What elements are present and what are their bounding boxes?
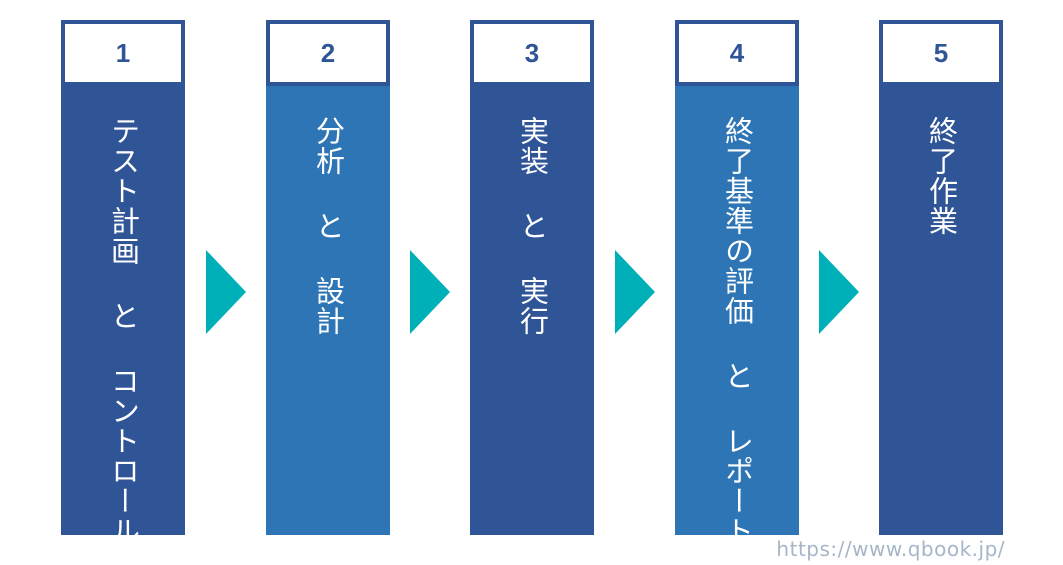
- step-label: 終了基準の評価 と レポート: [720, 116, 755, 546]
- step-body: 終了基準の評価 と レポート: [675, 86, 799, 546]
- step-4: 4 終了基準の評価 と レポート: [675, 20, 799, 546]
- step-number: 2: [320, 37, 336, 68]
- step-number-box: 2: [266, 20, 390, 86]
- step-label: 実装 と 実行: [515, 116, 550, 336]
- step-body: 実装 と 実行: [470, 86, 594, 535]
- chevron-right-icon: [819, 250, 859, 334]
- step-label: 終了作業: [924, 116, 959, 236]
- step-number: 1: [115, 37, 131, 68]
- watermark-url: https://www.qbook.jp/: [776, 537, 1005, 561]
- chevron-right-icon: [410, 250, 450, 334]
- step-number: 5: [933, 37, 949, 68]
- step-number: 3: [524, 37, 540, 68]
- step-number: 4: [729, 37, 745, 68]
- step-number-box: 5: [879, 20, 1003, 86]
- step-5: 5 終了作業: [879, 20, 1003, 535]
- step-body: 終了作業: [879, 86, 1003, 535]
- chevron-right-icon: [615, 250, 655, 334]
- step-body: 分析 と 設計: [266, 86, 390, 535]
- step-2: 2 分析 と 設計: [266, 20, 390, 535]
- step-number-box: 1: [61, 20, 185, 86]
- step-number-box: 4: [675, 20, 799, 86]
- step-body: テスト計画 と コントロール: [61, 86, 185, 546]
- step-1: 1 テスト計画 と コントロール: [61, 20, 185, 546]
- step-label: 分析 と 設計: [311, 116, 346, 336]
- step-label: テスト計画 と コントロール: [106, 116, 141, 546]
- step-number-box: 3: [470, 20, 594, 86]
- chevron-right-icon: [206, 250, 246, 334]
- step-3: 3 実装 と 実行: [470, 20, 594, 535]
